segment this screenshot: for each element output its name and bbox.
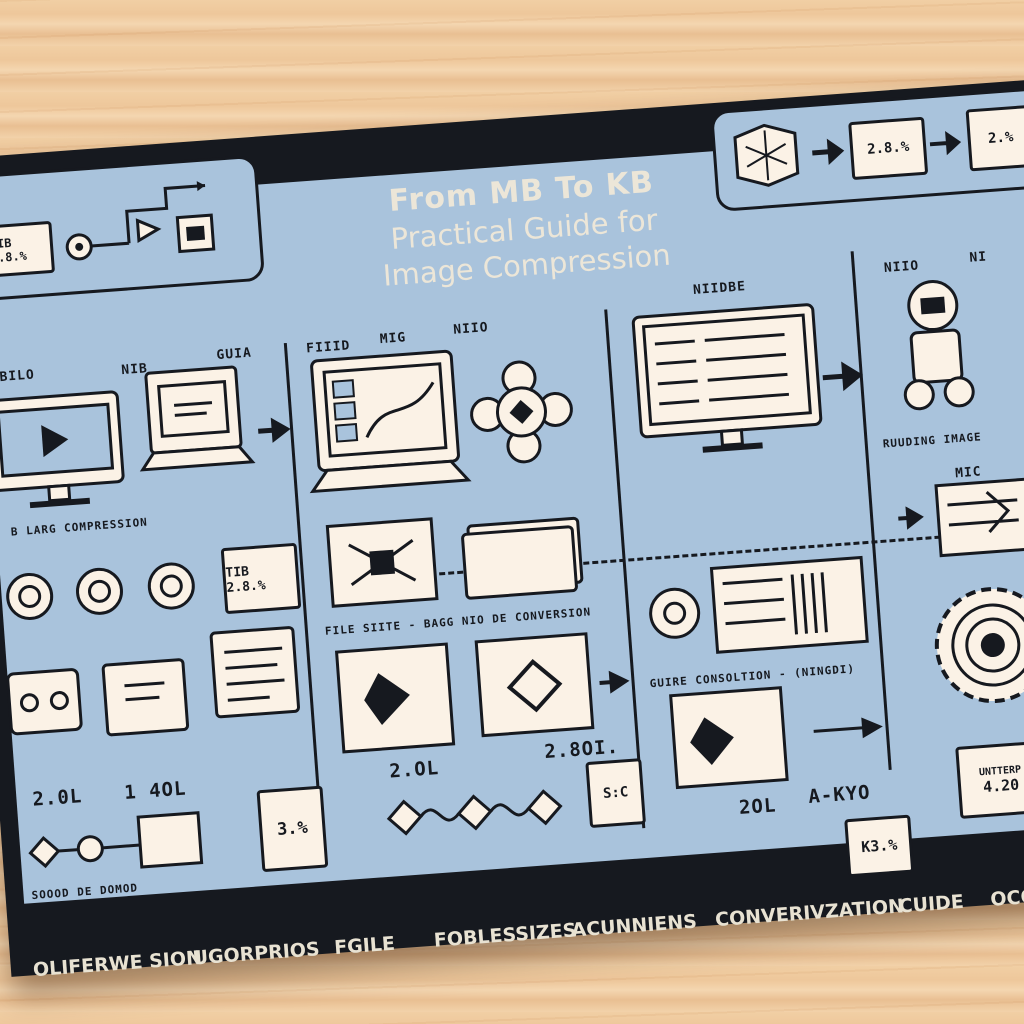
cube-icon [733,123,800,187]
device-chip-icon [6,626,301,737]
col3-value-b: A-KYO [807,781,872,808]
arrow-icon [258,417,291,443]
result-card: UNTTERP 4.20 [955,740,1024,819]
infographic-canvas: NIB 2.8.% From MB To KB Practical Guide … [0,86,1024,981]
flower-icon [470,360,573,464]
sc-card: S:C [585,758,646,829]
col3-header: NIIDBE [692,279,747,299]
top-right-size-card-2: 2.% [965,104,1024,172]
laptop-chart-icon [309,349,472,494]
col4-caption: RUUDING IMAGE [882,430,983,451]
top-right-size-card-1: 2.8.% [848,116,929,181]
top-right-panel: 2.8.% 2.% [709,86,1024,213]
gear-panel-icon [649,555,869,654]
arrow-icon [822,361,863,392]
size-36-card: 3.% [256,785,329,873]
col4-label-b: NI [968,249,988,266]
cog-wheel-icon [934,587,1024,704]
col2-label-a: FIIID [305,338,351,357]
laptop-icon [139,365,256,472]
top-left-size-card: NIB 2.8.% [0,220,56,278]
workflow-icon [28,811,204,869]
top-left-panel: NIB 2.8.% [0,154,266,303]
col1-value-1: 2.0L [31,785,84,811]
result-card-value: 4.20 [982,775,1020,796]
bottom-left-caption: SOOOD DE DOMOD [31,881,139,903]
k36-card: K3.% [844,814,915,878]
gear-arrow-icon [65,181,216,261]
arrow-icon [812,138,845,165]
image-frame-icon [669,686,883,790]
footer-label-8: OCOLILE [989,882,1024,911]
infographic-board: NIB 2.8.% From MB To KB Practical Guide … [0,79,1024,981]
monitor-icon [0,390,125,509]
panel-icon [898,477,1024,558]
col1-value-2: 1 4OL [123,777,188,805]
footer-label-3: FGILE [333,932,396,960]
col2-label-b: MIG [379,330,407,348]
gear-icon [6,562,195,620]
robot-icon [903,280,975,411]
col1-label-c: GUIA [215,345,253,364]
image-frames-icon [334,632,630,754]
col1-label-a: BILO [0,367,36,386]
col2-value-a: 2.OL [388,756,440,783]
arrow-icon [929,131,962,156]
image-stack-icon [325,516,584,608]
col4-label-a: NIIO [883,258,920,276]
col2-value-b: 2.8OI. [543,735,620,764]
dataflow-icon [386,789,563,836]
col3-value-a: 2OL [738,794,778,820]
monitor-list-icon [631,303,823,453]
infographic-title: From MB To KB Practical Guide for Image … [341,160,708,296]
col2-label-c: NIIO [452,320,490,338]
tib-size-card: TIB 2.8.% [220,542,302,615]
col1-caption: B LARG COMPRESSION [10,515,149,539]
